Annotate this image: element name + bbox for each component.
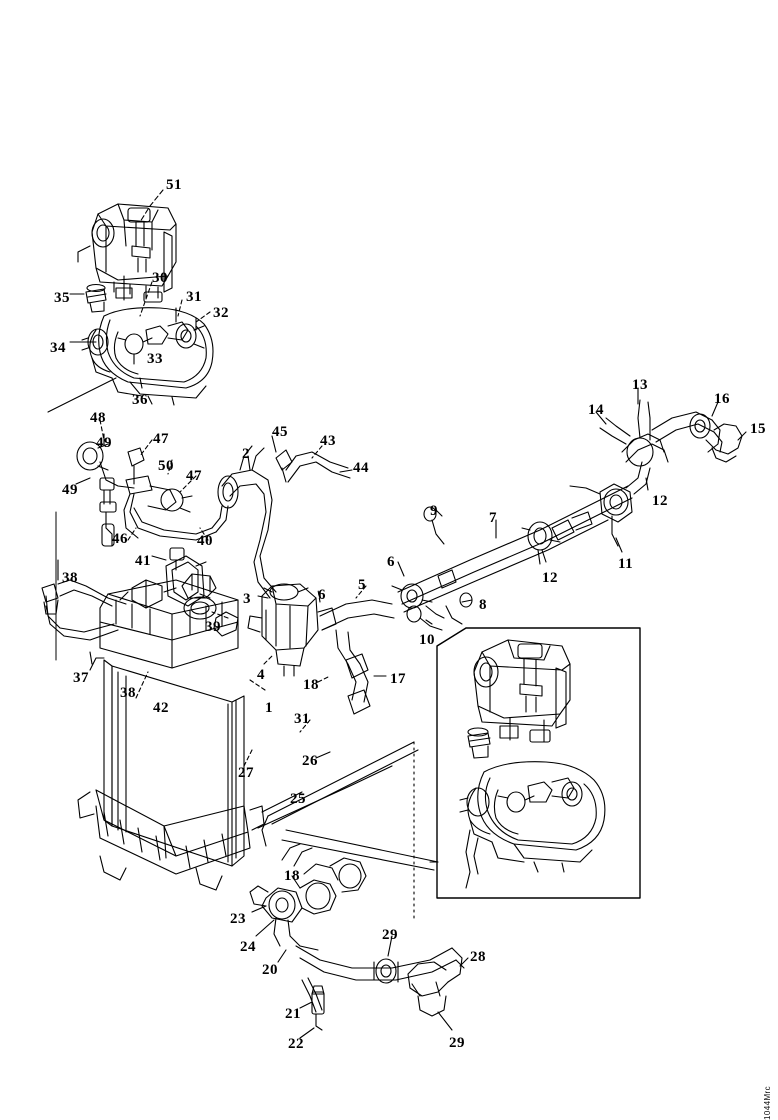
- callout-6a: 6: [318, 587, 326, 603]
- callout-38a: 38: [62, 570, 78, 586]
- callout-48: 48: [90, 410, 106, 426]
- callout-23: 23: [230, 911, 246, 927]
- callout-3: 3: [243, 591, 251, 607]
- callout-50: 50: [158, 458, 174, 474]
- callout-42: 42: [153, 700, 169, 716]
- radiator-assembly: [77, 573, 265, 891]
- callout-25: 25: [290, 791, 306, 807]
- callout-27: 27: [238, 765, 254, 781]
- callout-45: 45: [272, 424, 288, 440]
- callout-29b: 29: [449, 1035, 465, 1051]
- callout-51: 51: [166, 177, 182, 193]
- watermark: 1044Mrc: [763, 1086, 772, 1120]
- callout-32: 32: [213, 305, 229, 321]
- callout-29a: 29: [382, 927, 398, 943]
- callout-13: 13: [632, 377, 648, 393]
- callout-31b: 31: [294, 711, 310, 727]
- callout-18a: 18: [303, 677, 319, 693]
- callout-2: 2: [242, 446, 250, 462]
- callout-49b: 49: [62, 482, 78, 498]
- callout-4: 4: [257, 667, 265, 683]
- callout-47b: 47: [186, 468, 202, 484]
- callout-1: 1: [265, 700, 273, 716]
- callout-12b: 12: [652, 493, 668, 509]
- callout-21: 21: [285, 1006, 301, 1022]
- callout-38b: 38: [120, 685, 136, 701]
- callout-14: 14: [588, 402, 604, 418]
- callout-39: 39: [205, 619, 221, 635]
- callout-5: 5: [358, 577, 366, 593]
- callout-47a: 47: [153, 431, 169, 447]
- callout-43: 43: [320, 433, 336, 449]
- inset-detail-artwork: [459, 639, 606, 889]
- reservoir-cap-35: [85, 283, 107, 313]
- callout-36: 36: [132, 392, 148, 408]
- long-pipe-run: [391, 399, 743, 631]
- callout-33: 33: [147, 351, 163, 367]
- callout-35: 35: [54, 290, 70, 306]
- callout-10: 10: [419, 632, 435, 648]
- callout-11: 11: [618, 556, 634, 572]
- thermostat-and-upper-hose: [217, 445, 395, 715]
- callout-44: 44: [353, 460, 369, 476]
- callout-31: 31: [186, 289, 202, 305]
- inset-detail-frame: [436, 627, 641, 899]
- callout-20: 20: [262, 962, 278, 978]
- callout-49a: 49: [96, 435, 112, 451]
- callout-17: 17: [390, 671, 406, 687]
- callout-22: 22: [288, 1036, 304, 1052]
- callout-37: 37: [73, 670, 89, 686]
- callout-7: 7: [489, 510, 497, 526]
- reservoir-tank: [77, 203, 177, 303]
- upper-left-hose-assembly: [76, 441, 229, 547]
- callout-15: 15: [750, 421, 766, 437]
- bleed-hose-37-38: [41, 579, 127, 671]
- callout-41: 41: [135, 553, 151, 569]
- callout-8: 8: [479, 597, 487, 613]
- lower-hose-assembly: [249, 741, 465, 1031]
- callout-28: 28: [470, 949, 486, 965]
- callout-24: 24: [240, 939, 256, 955]
- callout-16: 16: [714, 391, 730, 407]
- callout-40: 40: [197, 533, 213, 549]
- callout-18b: 18: [284, 868, 300, 884]
- callout-6b: 6: [387, 554, 395, 570]
- bracket-41: [165, 547, 211, 607]
- callout-30: 30: [152, 270, 168, 286]
- callout-12a: 12: [542, 570, 558, 586]
- callout-46: 46: [112, 531, 128, 547]
- callout-26: 26: [302, 753, 318, 769]
- callout-9: 9: [430, 503, 438, 519]
- callout-34: 34: [50, 340, 66, 356]
